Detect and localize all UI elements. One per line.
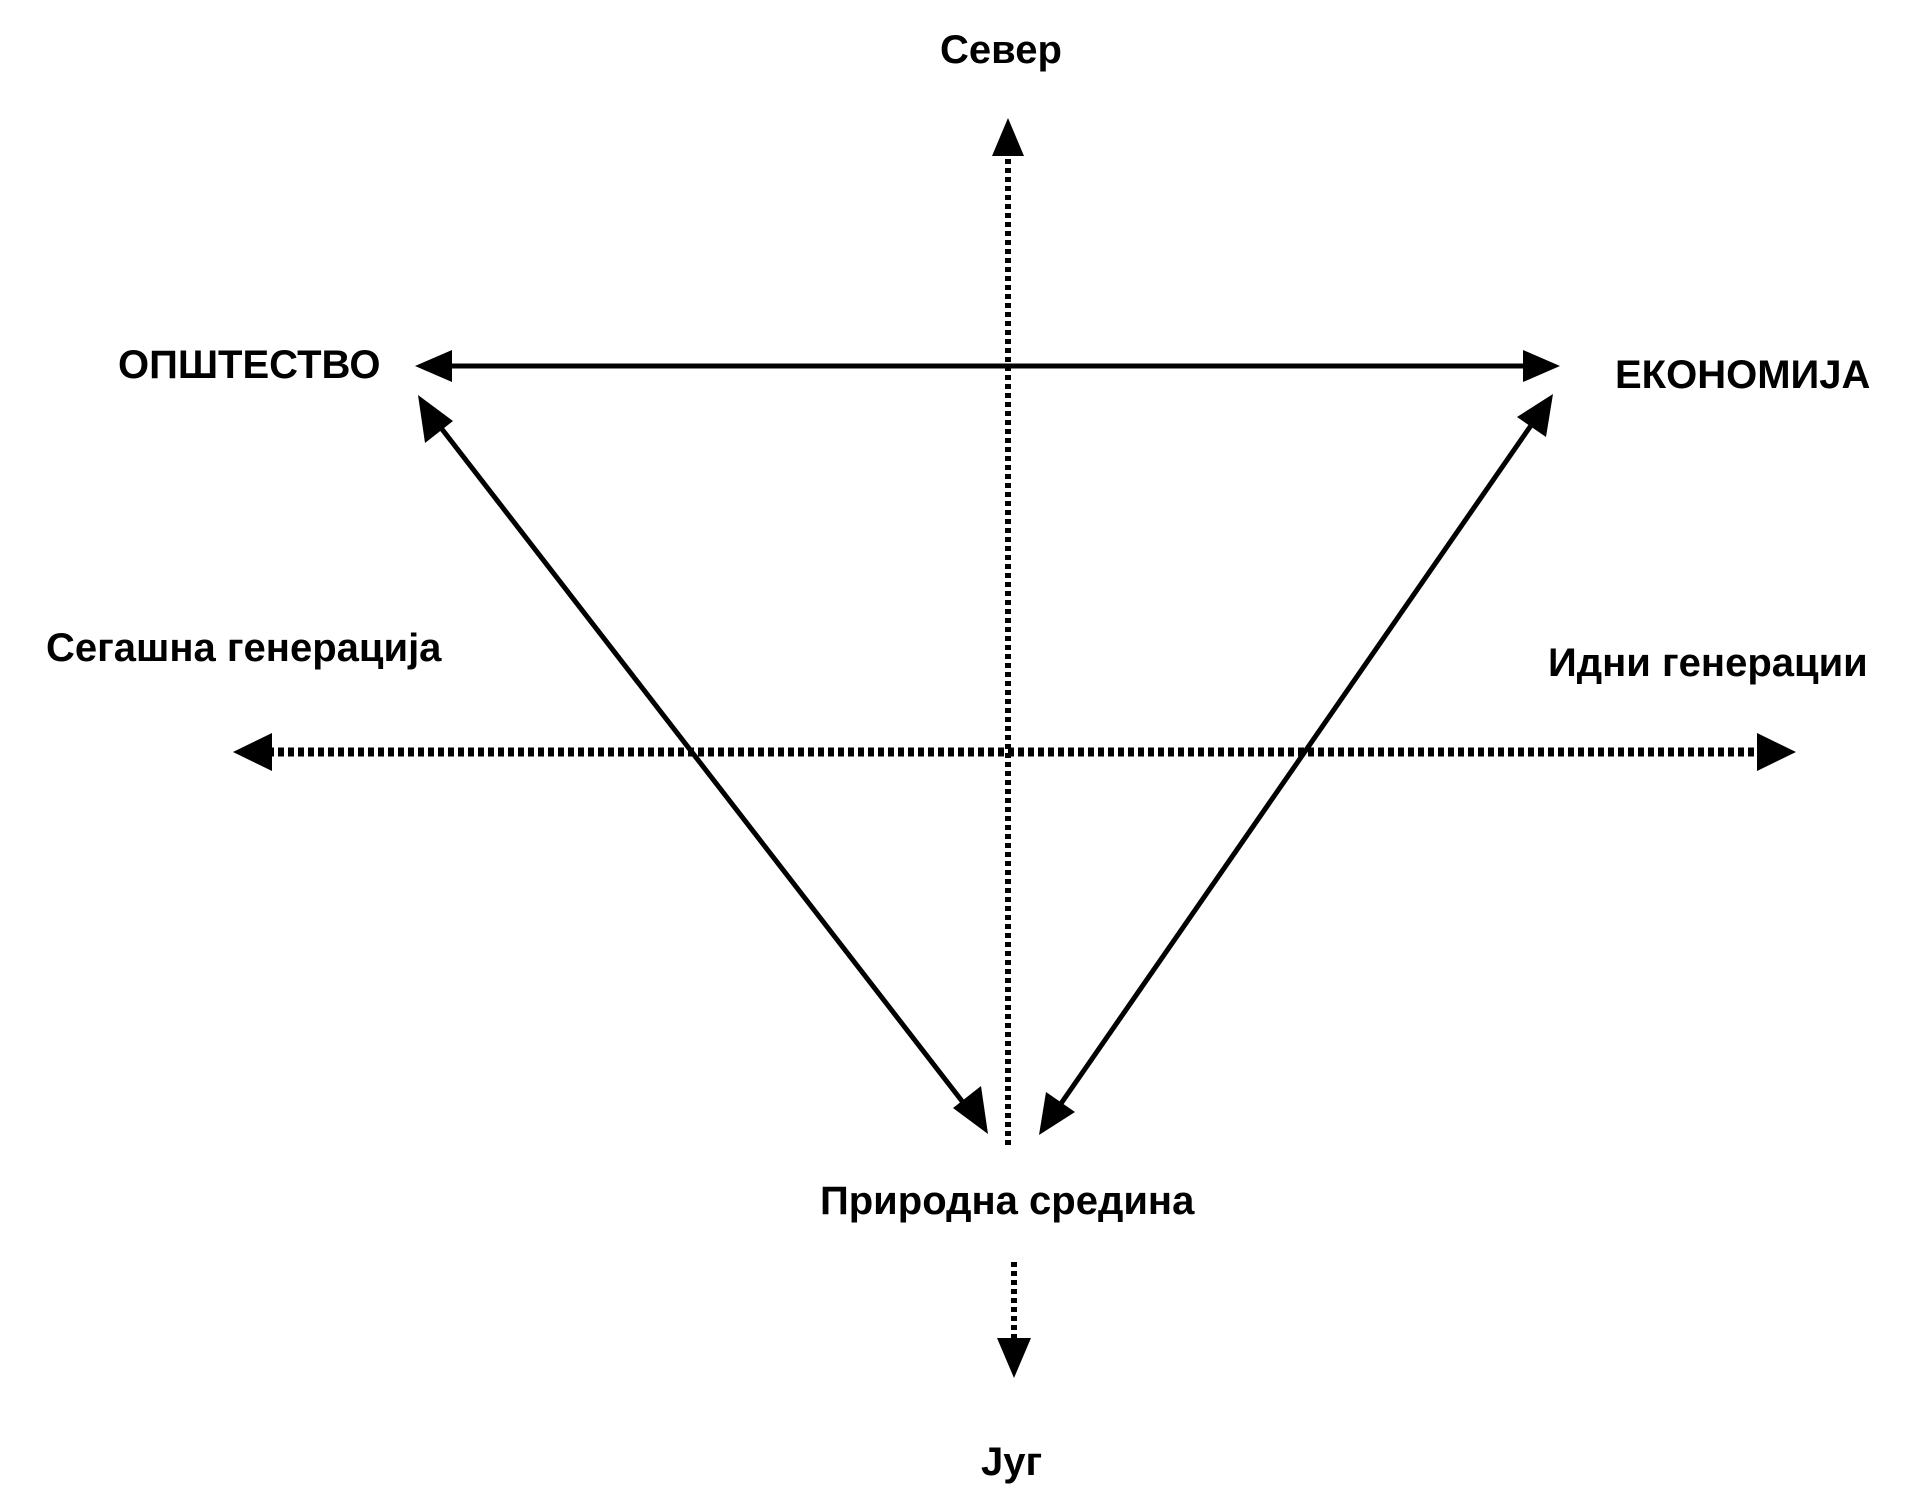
present-arrowhead-icon — [233, 733, 272, 771]
future-generations-label: Идни генерации — [1548, 641, 1868, 685]
society-arrowhead-icon — [415, 350, 452, 382]
environment-label: Природна средина — [820, 1179, 1195, 1223]
present-generation-label: Сегашна генерација — [46, 626, 442, 670]
economy-arrowhead-2-icon — [1517, 394, 1553, 437]
society-environment-arrow — [418, 395, 988, 1134]
north-label: Север — [940, 28, 1062, 72]
north-south-axis — [992, 118, 1031, 1378]
society-label: ОПШТЕСТВО — [118, 343, 381, 387]
economy-arrowhead-icon — [1523, 350, 1560, 382]
north-arrowhead-icon — [992, 118, 1024, 156]
society-arrowhead-2-icon — [418, 395, 453, 443]
generations-axis — [233, 733, 1796, 771]
environment-arrowhead-left-icon — [953, 1086, 988, 1134]
economy-label: ЕКОНОМИЈА — [1615, 353, 1871, 397]
economy-environment-arrow — [1039, 394, 1553, 1135]
environment-arrowhead-right-icon — [1039, 1092, 1075, 1135]
society-economy-arrow — [415, 350, 1560, 382]
south-arrowhead-icon — [997, 1338, 1031, 1378]
future-arrowhead-icon — [1757, 733, 1796, 771]
south-label: Југ — [981, 1440, 1043, 1484]
